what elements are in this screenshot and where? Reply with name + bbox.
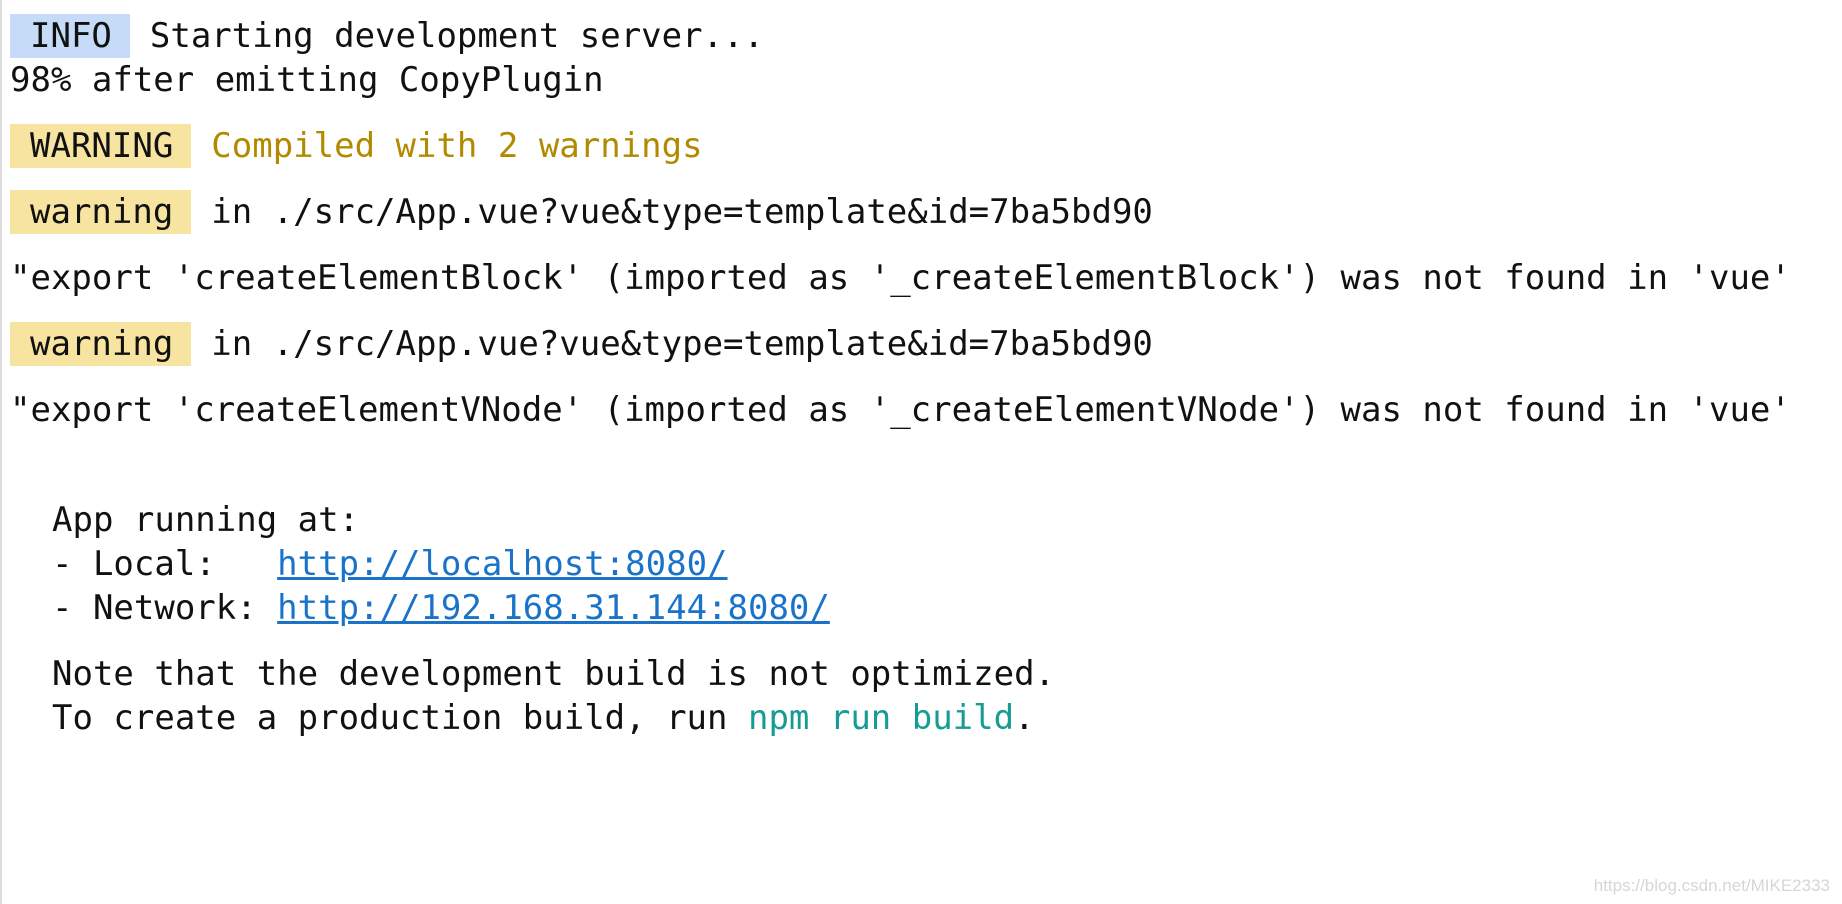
warning-2-location-line: warning in ./src/App.vue?vue&type=templat… [10, 322, 1842, 366]
network-url-link[interactable]: http://192.168.31.144:8080/ [277, 588, 830, 628]
info-line: INFO Starting development server... [10, 14, 1842, 58]
info-badge: INFO [10, 14, 130, 58]
compile-warning-line: WARNING Compiled with 2 warnings [10, 124, 1842, 168]
local-label: - Local: [52, 544, 278, 584]
progress-text: 98% after emitting CopyPlugin [10, 60, 604, 100]
network-label: - Network: [52, 588, 278, 628]
note-prefix: To create a production build, run [52, 698, 748, 738]
warning-2-detail-line: "export 'createElementVNode' (imported a… [10, 388, 1842, 432]
local-url-link[interactable]: http://localhost:8080/ [277, 544, 728, 584]
network-url-line: - Network: http://192.168.31.144:8080/ [10, 586, 1842, 630]
warning-1-detail: "export 'createElementBlock' (imported a… [10, 258, 1791, 298]
warning-2-badge: warning [10, 322, 192, 366]
build-command: npm run build [747, 698, 1015, 738]
warning-1-badge: warning [10, 190, 192, 234]
compile-warning-message: Compiled with 2 warnings [211, 126, 703, 166]
warning-1-location: in ./src/App.vue?vue&type=template&id=7b… [211, 192, 1153, 232]
app-running-label: App running at: [52, 500, 360, 540]
warning-2-location: in ./src/App.vue?vue&type=template&id=7b… [211, 324, 1153, 364]
progress-line: 98% after emitting CopyPlugin [10, 58, 1842, 102]
warning-1-location-line: warning in ./src/App.vue?vue&type=templat… [10, 190, 1842, 234]
warning-1-detail-line: "export 'createElementBlock' (imported a… [10, 256, 1842, 300]
note-suffix: . [1014, 698, 1035, 738]
note-line-1: Note that the development build is not o… [10, 652, 1842, 696]
note-text-1: Note that the development build is not o… [52, 654, 1056, 694]
note-line-2: To create a production build, run npm ru… [10, 696, 1842, 740]
local-url-line: - Local: http://localhost:8080/ [10, 542, 1842, 586]
info-message: Starting development server... [149, 16, 764, 56]
warning-2-detail: "export 'createElementVNode' (imported a… [10, 390, 1791, 430]
compile-warning-badge: WARNING [10, 124, 192, 168]
app-running-line: App running at: [10, 498, 1842, 542]
watermark: https://blog.csdn.net/MIKE2333 [1593, 876, 1830, 895]
